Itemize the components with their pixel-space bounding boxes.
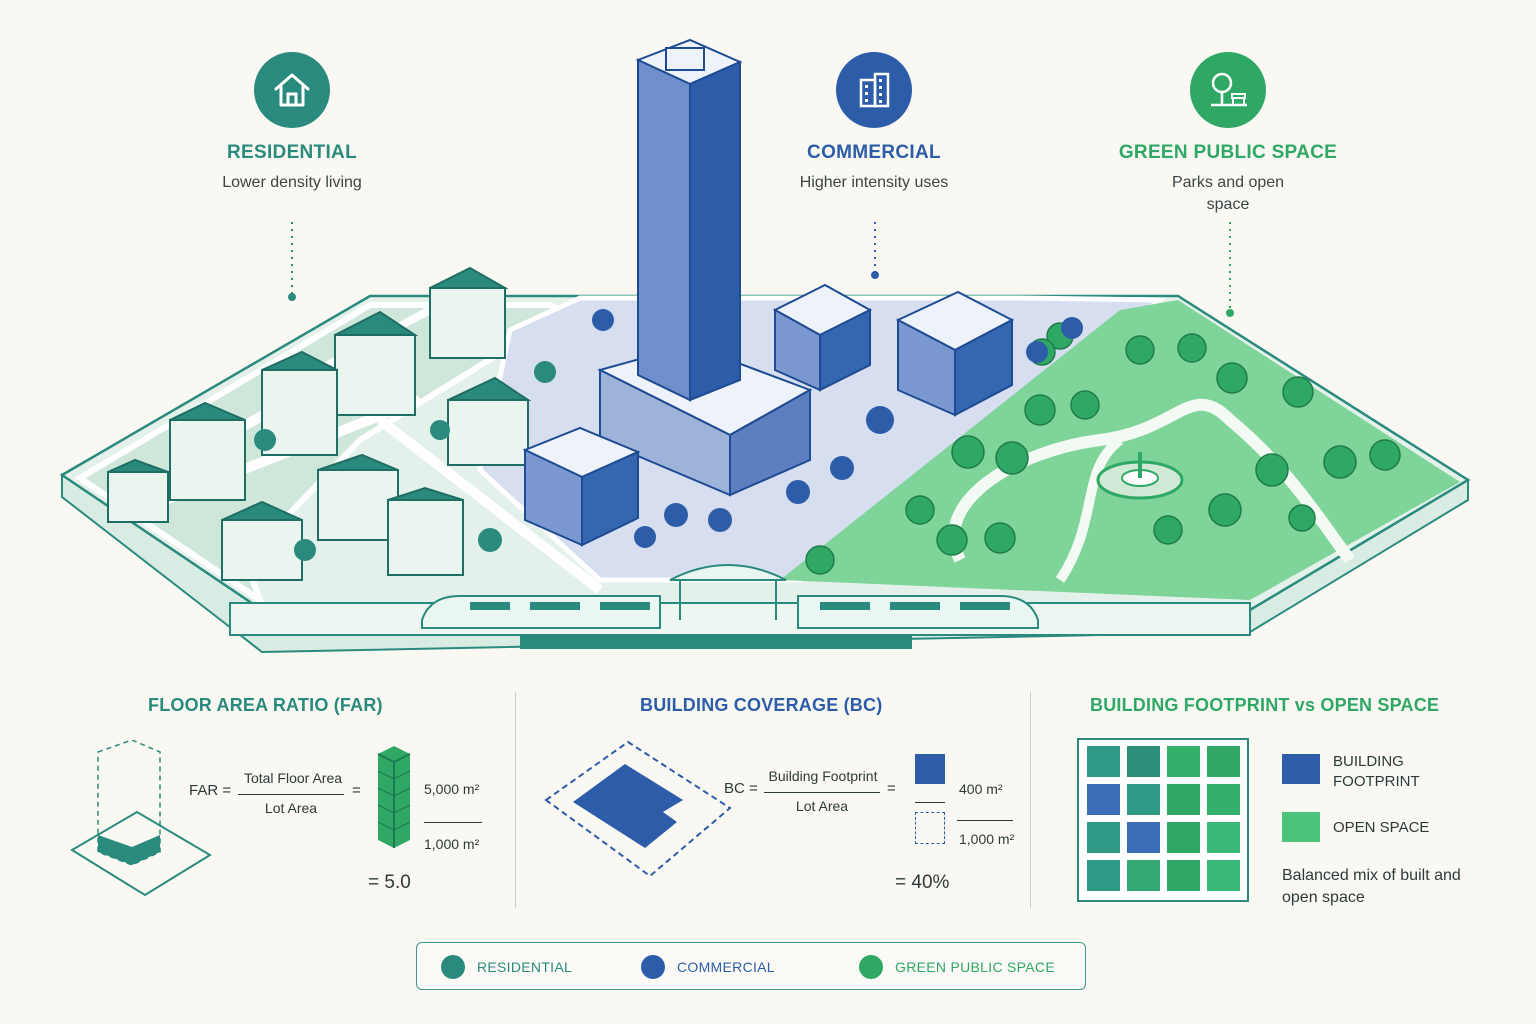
legend-open-label: OPEN SPACE bbox=[1333, 819, 1430, 836]
legend-label: COMMERCIAL bbox=[677, 959, 775, 975]
bc-result: = 40% bbox=[895, 872, 950, 893]
grid-cell bbox=[1207, 822, 1240, 853]
far-value-line bbox=[424, 822, 482, 823]
legend-label: RESIDENTIAL bbox=[477, 959, 573, 975]
grid-cell bbox=[1127, 822, 1160, 853]
leader-lines bbox=[291, 222, 1231, 310]
footprint-note: Balanced mix of built and open space bbox=[1282, 867, 1461, 906]
zone-description: Lower density living bbox=[222, 174, 362, 191]
zone-title: COMMERCIAL bbox=[807, 142, 941, 163]
far-numerator: Total Floor Area bbox=[243, 770, 343, 786]
tree-bench-icon bbox=[1190, 52, 1266, 128]
zone-commercial: COMMERCIAL Higher intensity uses bbox=[744, 52, 1004, 194]
legend-item-green: GREEN PUBLIC SPACE bbox=[859, 955, 1055, 979]
zone-description: Parks and open space bbox=[1171, 174, 1285, 213]
grid-cell bbox=[1087, 860, 1120, 891]
zone-residential: RESIDENTIAL Lower density living bbox=[162, 52, 422, 194]
bc-lhs: BC = bbox=[724, 780, 758, 797]
office-building-icon bbox=[836, 52, 912, 128]
bc-section-title: BUILDING COVERAGE (BC) bbox=[640, 695, 883, 715]
bc-footprint-square bbox=[915, 754, 945, 784]
far-equals: = bbox=[352, 782, 361, 799]
legend-item-commercial: COMMERCIAL bbox=[641, 955, 775, 979]
far-result: = 5.0 bbox=[368, 872, 411, 893]
far-stacked-floors-icon bbox=[377, 746, 411, 848]
bc-denominator: Lot Area bbox=[795, 798, 849, 814]
park-trees bbox=[805, 322, 1401, 575]
bc-fraction-line bbox=[764, 792, 880, 793]
commercial-trees bbox=[592, 309, 1083, 548]
bc-value-denominator: 1,000 m² bbox=[959, 831, 1015, 847]
grid-cell bbox=[1127, 784, 1160, 815]
bc-lot-diagram bbox=[544, 740, 732, 878]
grid-cell bbox=[1207, 860, 1240, 891]
far-fraction-line bbox=[238, 794, 344, 795]
map-legend: RESIDENTIAL COMMERCIAL GREEN PUBLIC SPAC… bbox=[416, 942, 1086, 990]
grid-cell bbox=[1087, 822, 1120, 853]
zone-title: RESIDENTIAL bbox=[227, 142, 357, 163]
grid-cell bbox=[1087, 746, 1120, 777]
legend-building-label: BUILDING FOOTPRINT bbox=[1333, 753, 1420, 790]
grid-cell bbox=[1167, 784, 1200, 815]
far-denominator: Lot Area bbox=[264, 800, 318, 816]
footprint-grid bbox=[1077, 738, 1249, 902]
section-divider bbox=[1030, 692, 1031, 908]
legend-open-swatch bbox=[1282, 812, 1320, 842]
zone-green-public-space: GREEN PUBLIC SPACE Parks and open space bbox=[1098, 52, 1358, 216]
bc-equals: = bbox=[887, 780, 896, 797]
residential-trees bbox=[254, 361, 556, 561]
far-value-numerator: 5,000 m² bbox=[424, 781, 480, 797]
far-building-diagram bbox=[70, 740, 212, 897]
zone-title: GREEN PUBLIC SPACE bbox=[1118, 142, 1338, 163]
grid-cell bbox=[1207, 746, 1240, 777]
footprint-section-title: BUILDING FOOTPRINT vs OPEN SPACE bbox=[1090, 695, 1440, 715]
far-section-title: FLOOR AREA RATIO (FAR) bbox=[148, 695, 383, 715]
grid-cell bbox=[1207, 784, 1240, 815]
grid-cell bbox=[1087, 784, 1120, 815]
bc-value-numerator: 400 m² bbox=[959, 781, 1003, 797]
far-value-denominator: 1,000 m² bbox=[424, 836, 480, 852]
grid-cell bbox=[1127, 746, 1160, 777]
grid-cell bbox=[1167, 860, 1200, 891]
zone-description: Higher intensity uses bbox=[799, 174, 949, 191]
house-icon bbox=[254, 52, 330, 128]
legend-label: GREEN PUBLIC SPACE bbox=[895, 959, 1055, 975]
legend-dot-residential bbox=[441, 955, 465, 979]
residential-houses bbox=[107, 266, 532, 581]
grid-cell bbox=[1127, 860, 1160, 891]
legend-dot-commercial bbox=[641, 955, 665, 979]
far-lhs: FAR = bbox=[189, 782, 232, 799]
grid-cell bbox=[1167, 822, 1200, 853]
legend-item-residential: RESIDENTIAL bbox=[441, 955, 572, 979]
bc-numerator: Building Footprint bbox=[768, 768, 878, 784]
grid-cell bbox=[1167, 746, 1200, 777]
city-illustration bbox=[59, 38, 1471, 654]
bc-square-line bbox=[915, 802, 945, 803]
bc-value-line bbox=[957, 820, 1013, 821]
legend-building-swatch bbox=[1282, 754, 1320, 784]
legend-dot-green bbox=[859, 955, 883, 979]
bc-lot-square bbox=[915, 812, 945, 844]
section-divider bbox=[515, 692, 516, 908]
commercial-buildings bbox=[522, 38, 1015, 547]
